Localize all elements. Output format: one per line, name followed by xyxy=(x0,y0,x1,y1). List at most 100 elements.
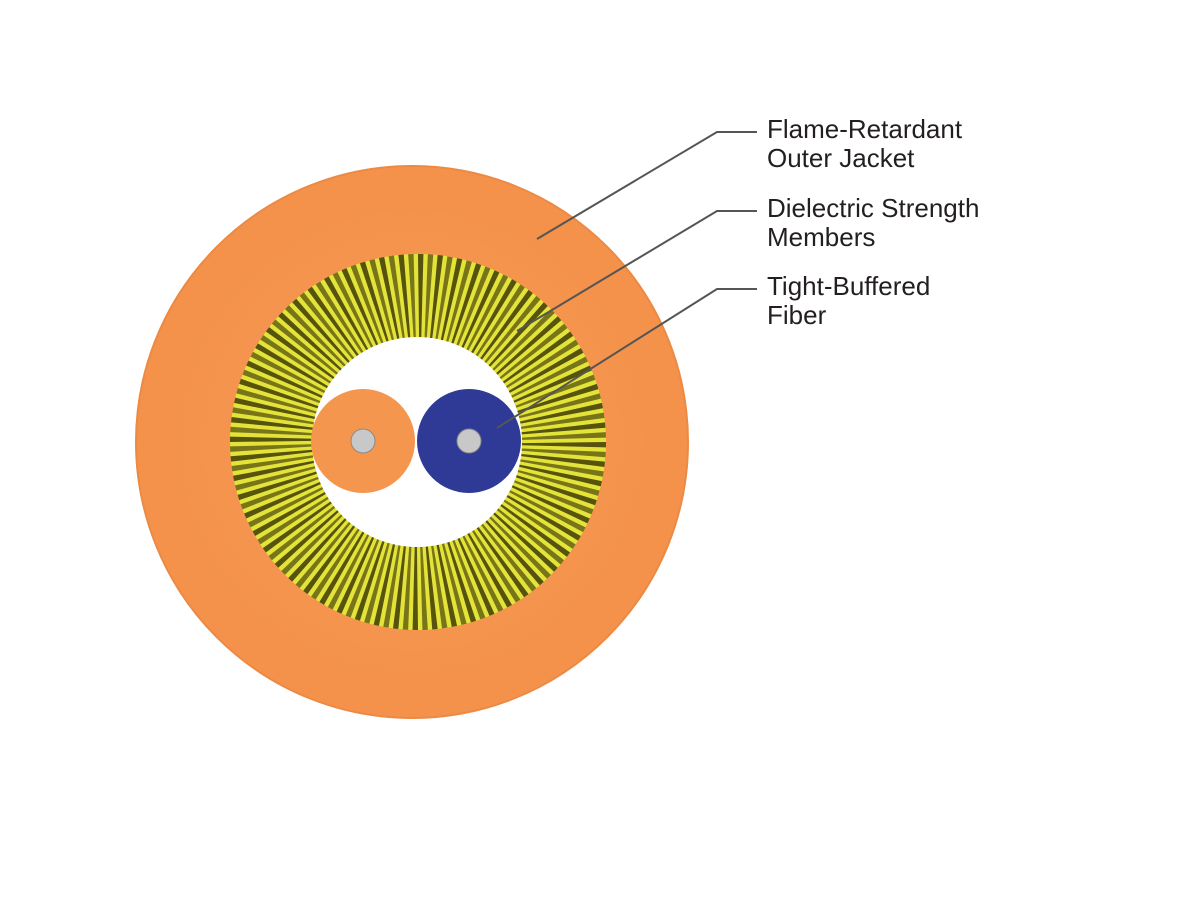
strength-member-strand xyxy=(511,356,588,398)
strength-member-strand xyxy=(424,254,434,339)
strength-label-line1: Dielectric Strength xyxy=(767,193,980,223)
strength-member-strand xyxy=(451,263,482,345)
strength-member-strand xyxy=(435,256,453,340)
strength-member-strand xyxy=(231,455,316,472)
strength-member-strand xyxy=(311,527,361,600)
fiber-leader-line xyxy=(496,288,757,429)
strength-member-strand xyxy=(492,309,555,371)
strength-member-strand xyxy=(257,495,331,545)
strength-member-strand xyxy=(402,545,412,630)
strength-member-strand xyxy=(398,254,411,339)
strength-member-strand xyxy=(271,319,340,376)
strength-member-strand xyxy=(461,270,500,349)
strength-member-strand xyxy=(520,412,605,429)
strength-member-strand xyxy=(521,442,606,448)
strength-member-strand xyxy=(240,476,321,510)
strength-label-line2: Members xyxy=(767,222,876,252)
jacket-label-line1: Flame-Retardant xyxy=(767,114,963,144)
strength-members-label: Dielectric Strength Members xyxy=(767,194,979,252)
strength-leader-line xyxy=(516,210,757,332)
strength-member-strand xyxy=(255,343,330,390)
strength-member-strand xyxy=(519,402,603,424)
fiber-label-line1: Tight-Buffered xyxy=(767,271,931,301)
strength-member-strand xyxy=(285,305,347,368)
strength-member-strand xyxy=(466,274,509,351)
strength-member-strand xyxy=(418,254,424,339)
strength-member-strand xyxy=(511,485,590,524)
strength-member-strand xyxy=(475,284,525,357)
fiber-label-line2: Fiber xyxy=(767,300,827,330)
strength-member-strand xyxy=(503,499,576,549)
strength-member-strand xyxy=(436,543,458,627)
strength-member-strand xyxy=(489,516,551,579)
strength-member-strand xyxy=(513,480,594,515)
strength-member-strand xyxy=(488,302,548,367)
strength-member-strand xyxy=(447,541,477,623)
strength-member-strand xyxy=(244,481,323,519)
strength-member-strand xyxy=(412,545,418,630)
strength-member-strand xyxy=(476,526,529,598)
strength-member-strand xyxy=(456,266,491,347)
strength-member-strand xyxy=(231,416,315,431)
strength-member-strand xyxy=(268,504,337,561)
strength-member-strand xyxy=(248,486,325,528)
strength-member-strand xyxy=(517,383,599,413)
strength-member-strand xyxy=(265,327,336,380)
strength-member-strand xyxy=(513,365,592,403)
strength-member-strand xyxy=(500,504,571,557)
strength-member-strand xyxy=(496,316,562,375)
strength-member-strand xyxy=(230,436,315,442)
strength-member-strand xyxy=(505,339,579,389)
strength-member-strand xyxy=(521,453,605,468)
strength-member-strand xyxy=(484,295,541,364)
strength-member-strand xyxy=(235,465,318,491)
strength-member-strand xyxy=(345,537,380,618)
blue-fiber-core xyxy=(456,428,482,454)
strength-member-strand xyxy=(315,281,365,355)
strength-member-strand xyxy=(364,541,391,624)
strength-member-strand xyxy=(232,407,316,425)
strength-member-strand xyxy=(299,292,356,361)
strength-member-strand xyxy=(520,459,604,477)
strength-member-strand xyxy=(295,520,352,589)
strength-member-strand xyxy=(288,517,348,582)
strength-member-strand xyxy=(250,351,327,394)
strength-member-strand xyxy=(359,261,389,343)
strength-member-strand xyxy=(470,279,517,354)
strength-member-strand xyxy=(303,524,356,595)
strength-member-strand xyxy=(324,276,369,352)
strength-member-strand xyxy=(341,268,379,347)
strength-member-strand xyxy=(496,508,565,565)
strength-member-strand xyxy=(493,512,558,572)
strength-member-strand xyxy=(336,535,375,614)
strength-member-strand xyxy=(518,393,601,419)
jacket-label: Flame-Retardant Outer Jacket xyxy=(767,115,962,173)
strength-member-strand xyxy=(408,254,416,339)
strength-member-strand xyxy=(471,529,521,603)
strength-member-strand xyxy=(515,475,597,506)
strength-member-strand xyxy=(274,509,340,568)
strength-member-strand xyxy=(508,348,584,393)
strength-member-strand xyxy=(373,542,396,626)
strength-member-strand xyxy=(452,539,486,620)
strength-member-strand xyxy=(252,491,328,536)
strength-member-strand xyxy=(518,464,602,487)
jacket-label-line2: Outer Jacket xyxy=(767,143,915,173)
strength-member-strand xyxy=(354,539,385,621)
strength-member-strand xyxy=(350,264,384,345)
strength-member-strand xyxy=(378,257,400,341)
strength-member-strand xyxy=(420,545,428,630)
strength-member-strand xyxy=(260,335,333,385)
strength-member-strand xyxy=(445,260,472,343)
strength-member-strand xyxy=(521,432,606,440)
strength-member-strand xyxy=(509,490,586,533)
strength-member-strand xyxy=(242,369,323,404)
strength-member-strand xyxy=(281,513,344,575)
strength-member-strand xyxy=(506,494,581,541)
strength-member-strand xyxy=(230,449,315,462)
orange-fiber-core xyxy=(350,428,376,454)
strength-member-strand xyxy=(292,298,351,364)
strength-member-strand xyxy=(467,532,512,608)
strength-member-strand xyxy=(236,388,319,415)
